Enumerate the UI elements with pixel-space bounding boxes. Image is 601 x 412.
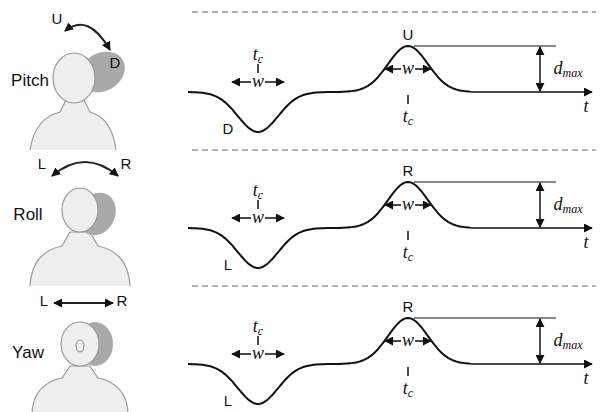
width-label: w — [402, 331, 414, 349]
time-axis — [470, 91, 592, 93]
center-time: tc — [253, 45, 263, 63]
extreme-label: L — [224, 393, 232, 408]
width-label: w — [252, 208, 264, 226]
symbol-subscript: c — [408, 250, 413, 264]
extreme-label: R — [403, 163, 414, 178]
width-arrow — [265, 353, 284, 355]
extreme-label: R — [403, 299, 414, 314]
head-outline — [62, 188, 98, 232]
width-label: w — [252, 344, 264, 362]
width-arrow — [415, 68, 431, 70]
direction-label: U — [52, 11, 63, 26]
row-separator — [192, 285, 596, 287]
time-label: t — [583, 369, 588, 387]
waveform — [188, 182, 470, 268]
center-time: tc — [403, 107, 413, 125]
symbol-subscript: max — [563, 202, 583, 216]
width-arrow — [232, 217, 251, 219]
width-arrow — [415, 340, 431, 342]
time-axis — [470, 363, 592, 365]
dmax-guide — [414, 45, 556, 46]
dmax-arrow — [539, 183, 541, 227]
symbol-base: t — [403, 242, 408, 262]
width-arrow — [385, 68, 401, 70]
width-label: w — [252, 72, 264, 90]
width-arrow — [265, 217, 284, 219]
symbol-base: t — [403, 106, 408, 126]
head-outline — [53, 53, 95, 103]
row-separator — [192, 149, 596, 151]
extreme-label: U — [403, 27, 414, 42]
width-arrow — [232, 353, 251, 355]
symbol-subscript: c — [408, 114, 413, 128]
yaw-arrow — [54, 302, 113, 304]
extreme-label: L — [224, 257, 232, 272]
dmax-arrow — [539, 319, 541, 363]
max-displacement: dmax — [554, 195, 583, 213]
torso-outline — [30, 100, 116, 150]
width-arrow — [415, 204, 431, 206]
width-arrow — [265, 81, 284, 83]
center-time: tc — [253, 181, 263, 199]
row-name: Roll — [13, 206, 42, 223]
dmax-guide — [414, 317, 556, 318]
width-arrow — [232, 81, 251, 83]
time-label: t — [583, 97, 588, 115]
center-time: tc — [403, 243, 413, 261]
symbol-base: t — [253, 316, 258, 336]
center-tick — [407, 367, 409, 376]
row-separator — [192, 11, 596, 13]
ear — [76, 340, 84, 352]
symbol-subscript: c — [258, 52, 263, 66]
extreme-label: D — [223, 121, 234, 136]
width-label: w — [402, 59, 414, 77]
max-displacement: dmax — [554, 331, 583, 349]
center-tick — [407, 231, 409, 240]
pitch-arrow — [65, 25, 110, 50]
torso-outline — [32, 366, 128, 412]
center-time: tc — [403, 379, 413, 397]
head-outline — [61, 322, 99, 366]
symbol-subscript: c — [408, 386, 413, 400]
dmax-arrow — [539, 47, 541, 91]
direction-label: D — [110, 55, 121, 70]
symbol-subscript: c — [258, 188, 263, 202]
direction-label: R — [121, 156, 132, 171]
dmax-guide — [414, 181, 556, 182]
symbol-subscript: c — [258, 324, 263, 338]
time-label: t — [583, 233, 588, 251]
symbol-subscript: max — [563, 66, 583, 80]
width-label: w — [402, 195, 414, 213]
symbol-base: d — [554, 194, 563, 214]
symbol-base: t — [253, 180, 258, 200]
max-displacement: dmax — [554, 59, 583, 77]
row-name: Pitch — [11, 72, 49, 89]
center-time: tc — [253, 317, 263, 335]
roll-arrow — [52, 162, 118, 176]
center-tick — [407, 95, 409, 104]
symbol-subscript: max — [563, 338, 583, 352]
torso-outline — [30, 232, 130, 286]
direction-label: L — [38, 156, 46, 171]
direction-label: R — [117, 293, 128, 308]
direction-label: L — [40, 293, 48, 308]
time-axis — [470, 227, 592, 229]
width-arrow — [385, 340, 401, 342]
symbol-base: d — [554, 330, 563, 350]
row-name: Yaw — [12, 344, 44, 361]
symbol-base: d — [554, 58, 563, 78]
symbol-base: t — [403, 378, 408, 398]
width-arrow — [385, 204, 401, 206]
waveform — [188, 318, 470, 404]
symbol-base: t — [253, 44, 258, 64]
waveform — [188, 46, 470, 132]
